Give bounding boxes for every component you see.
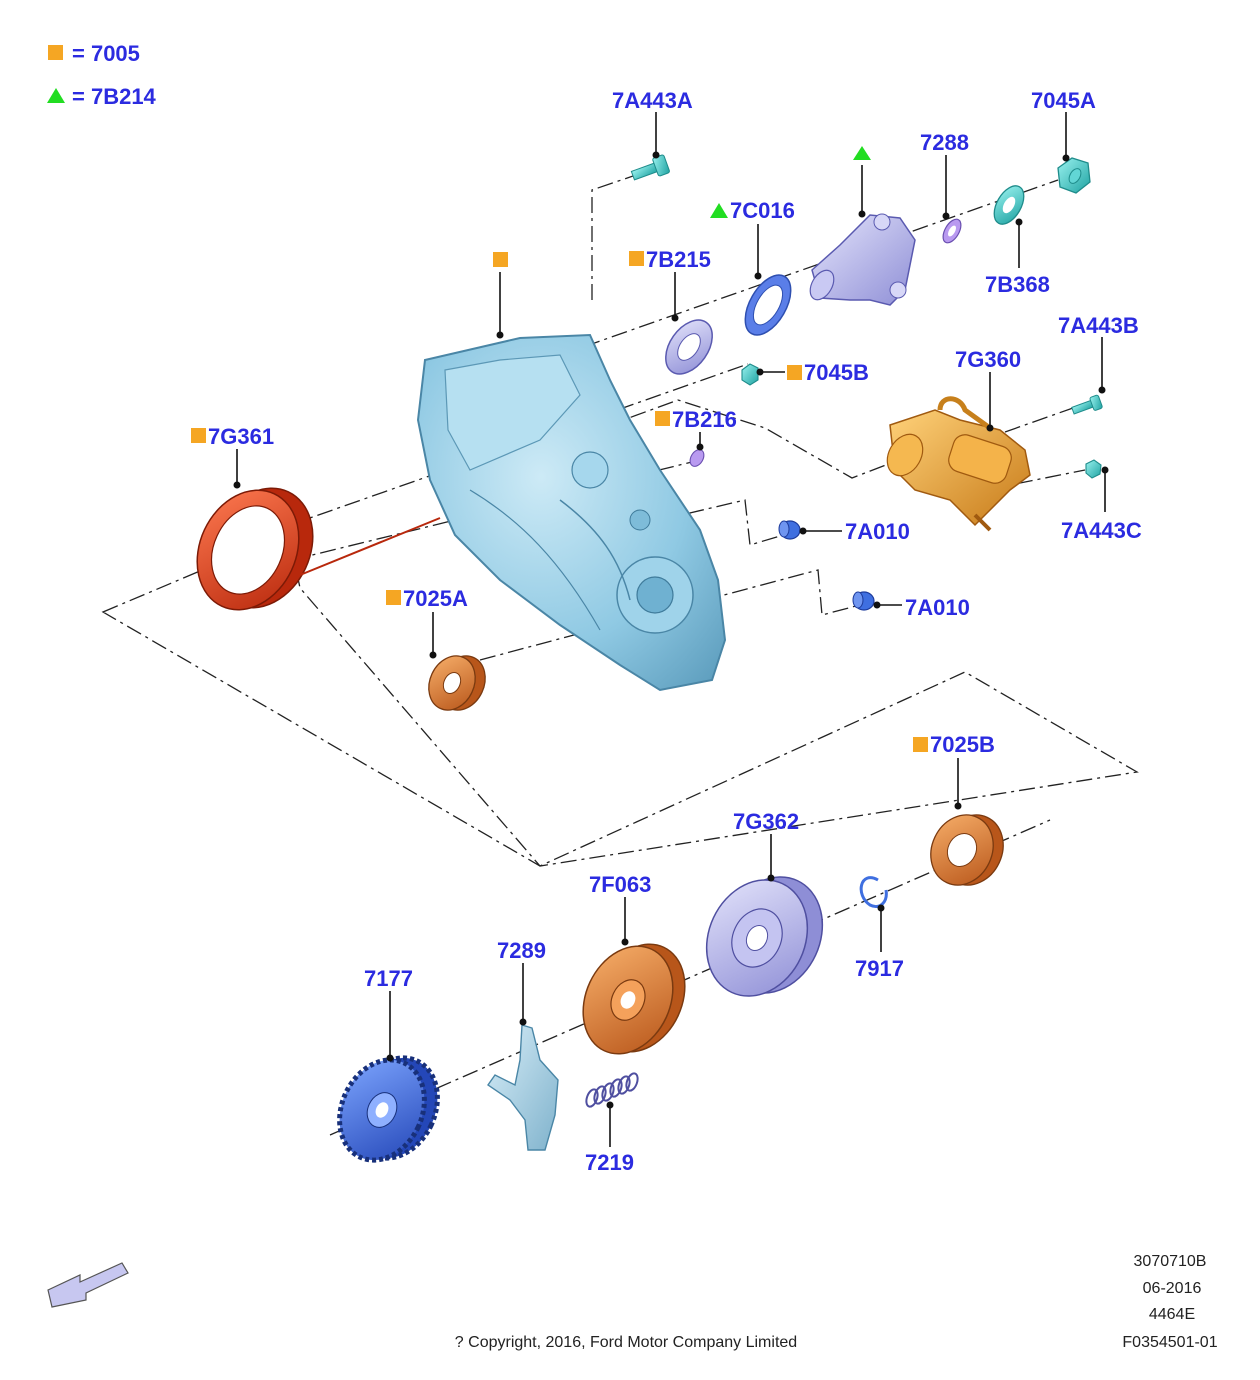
square-marker-icon — [655, 411, 670, 426]
figure-number: F0354501-01 — [1122, 1334, 1217, 1351]
callout-7a443b: 7A443B — [1058, 313, 1139, 394]
triangle-marker-icon — [853, 146, 871, 160]
part-label: 7B368 — [985, 272, 1050, 297]
bearing-7025a — [428, 655, 486, 711]
square-marker-icon — [787, 365, 802, 380]
actuator-motor-7g360 — [886, 396, 1031, 532]
triangle-marker-icon — [47, 88, 65, 103]
legend-item-7b214: = 7B214 — [47, 84, 157, 109]
part-label: 7045B — [804, 360, 869, 385]
seal-7g361 — [196, 487, 441, 611]
plug-7a010-upper — [778, 520, 801, 540]
part-label: 7177 — [364, 966, 413, 991]
square-marker-icon — [386, 590, 401, 605]
part-label: 7A010 — [845, 519, 910, 544]
legend-label: = 7005 — [72, 41, 140, 66]
callout-7289: 7289 — [497, 938, 546, 1026]
callout-7219: 7219 — [585, 1101, 634, 1175]
square-marker-icon — [629, 251, 644, 266]
footer: 3070710B 06-2016 4464E F0354501-01 ? Cop… — [455, 1253, 1218, 1351]
square-marker-icon — [913, 737, 928, 752]
part-label: 7G362 — [733, 809, 799, 834]
bearing-7025b — [930, 814, 1004, 886]
callout-7045b: 7045B — [756, 360, 869, 385]
callout-7g360: 7G360 — [955, 347, 1021, 432]
front-direction-arrow-icon — [47, 1262, 129, 1308]
part-label: 7F063 — [589, 872, 651, 897]
callout-7g361: 7G361 — [191, 424, 274, 489]
seal-7b215 — [665, 319, 713, 375]
callout-7a010-lower: 7A010 — [873, 595, 970, 620]
callout-7f063: 7F063 — [589, 872, 651, 946]
shift-fork-7289 — [487, 1024, 559, 1151]
transfer-case-housing — [416, 333, 727, 692]
callout-7b214-marker — [853, 146, 871, 218]
bolt-7a443c — [1085, 459, 1102, 479]
square-marker-icon — [191, 428, 206, 443]
part-label: 7G360 — [955, 347, 1021, 372]
part-label: 7917 — [855, 956, 904, 981]
nut-7045b — [741, 363, 759, 386]
part-label: 7288 — [920, 130, 969, 155]
plug-7a010-lower — [852, 591, 875, 611]
callout-7a443a: 7A443A — [612, 88, 693, 159]
part-label: 7A443C — [1061, 518, 1142, 543]
legend-label: = 7B214 — [72, 84, 157, 109]
illustration-date: 06-2016 — [1143, 1280, 1202, 1297]
drum-7f063 — [582, 943, 686, 1055]
spring-7219 — [585, 1072, 639, 1108]
callout-7b216: 7B216 — [655, 407, 737, 451]
part-label: 7A443B — [1058, 313, 1139, 338]
legend-item-7005: = 7005 — [48, 41, 140, 66]
part-label: 7C016 — [730, 198, 795, 223]
part-label: 7219 — [585, 1150, 634, 1175]
callout-7a010-upper: 7A010 — [799, 519, 910, 544]
callout-7025a: 7025A — [386, 586, 468, 659]
callout-7917: 7917 — [855, 904, 904, 981]
seal-7b216 — [689, 449, 705, 467]
callout-7a443c: 7A443C — [1061, 466, 1142, 543]
legend: = 7005 = 7B214 — [47, 41, 157, 109]
part-label: 7A443A — [612, 88, 693, 113]
part-label: 7289 — [497, 938, 546, 963]
callout-7025b: 7025B — [913, 732, 995, 810]
seal-7c016 — [744, 274, 792, 336]
washer-7288 — [942, 218, 962, 244]
nut-7045a — [1057, 157, 1091, 194]
gear-7177 — [337, 1055, 440, 1163]
callout-7005-marker — [493, 252, 508, 339]
callout-7b368: 7B368 — [985, 218, 1050, 297]
callout-7288: 7288 — [920, 130, 969, 220]
callout-7177: 7177 — [364, 966, 413, 1062]
part-label: 7045A — [1031, 88, 1096, 113]
part-label: 7025B — [930, 732, 995, 757]
snap-ring-7917 — [859, 876, 888, 908]
callout-7045a: 7045A — [1031, 88, 1096, 162]
square-marker-icon — [493, 252, 508, 267]
bolt-7a443b — [1071, 394, 1103, 415]
callout-7c016: 7C016 — [710, 198, 795, 280]
model-code: 4464E — [1149, 1306, 1195, 1323]
part-label: 7A010 — [905, 595, 970, 620]
part-label: 7B215 — [646, 247, 711, 272]
illustration-code: 3070710B — [1134, 1253, 1207, 1270]
copyright-notice: ? Copyright, 2016, Ford Motor Company Li… — [455, 1334, 797, 1351]
callout-7b215: 7B215 — [629, 247, 711, 322]
part-label: 7G361 — [208, 424, 274, 449]
flange-7b214 — [809, 213, 916, 306]
square-marker-icon — [48, 45, 63, 60]
hub-7g362 — [705, 876, 824, 997]
callout-7g362: 7G362 — [733, 809, 799, 882]
bolt-7a443a — [630, 154, 670, 181]
part-label: 7025A — [403, 586, 468, 611]
triangle-marker-icon — [710, 203, 728, 218]
washer-7b368 — [993, 185, 1025, 225]
part-label: 7B216 — [672, 407, 737, 432]
